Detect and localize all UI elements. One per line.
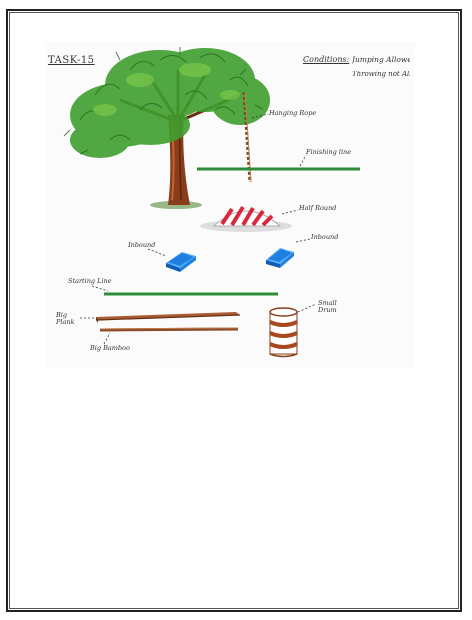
condition-jumping-allowed: Jumping Allowed (352, 56, 410, 64)
label-finishing-line: Finishing line (306, 148, 352, 156)
hanging-rope (242, 91, 252, 183)
half-round-leader (281, 209, 299, 215)
label-inbound-right: Inbound (311, 233, 339, 241)
label-half-round: Half Round (299, 204, 337, 212)
small-drum-leader (297, 303, 317, 313)
hanging-rope-leader (251, 113, 269, 119)
label-inbound-left: Inbound (128, 241, 156, 249)
starting-line-leader (91, 285, 109, 292)
label-starting-line: Starting Line (68, 277, 112, 285)
task-label: TASK-15 (48, 55, 95, 66)
label-small-drum: Small Drum (318, 299, 337, 315)
label-big-plank: Big Plank (56, 311, 75, 327)
tree (63, 47, 270, 209)
conditions-label: Conditions: (303, 55, 350, 64)
big-plank (96, 312, 241, 323)
small-drum (269, 307, 298, 358)
label-big-bamboo: Big Bamboo (90, 344, 130, 352)
page-frame-inner (9, 12, 459, 609)
inbound-left-leader (147, 248, 167, 257)
inbound-left (166, 252, 196, 272)
inbound-right (266, 248, 294, 268)
label-hanging-rope: Hanging Rope (269, 109, 317, 117)
big-bamboo (99, 327, 239, 332)
condition-throwing-not-allowed: Throwing not Allowed (352, 71, 410, 78)
half-round (200, 205, 292, 232)
